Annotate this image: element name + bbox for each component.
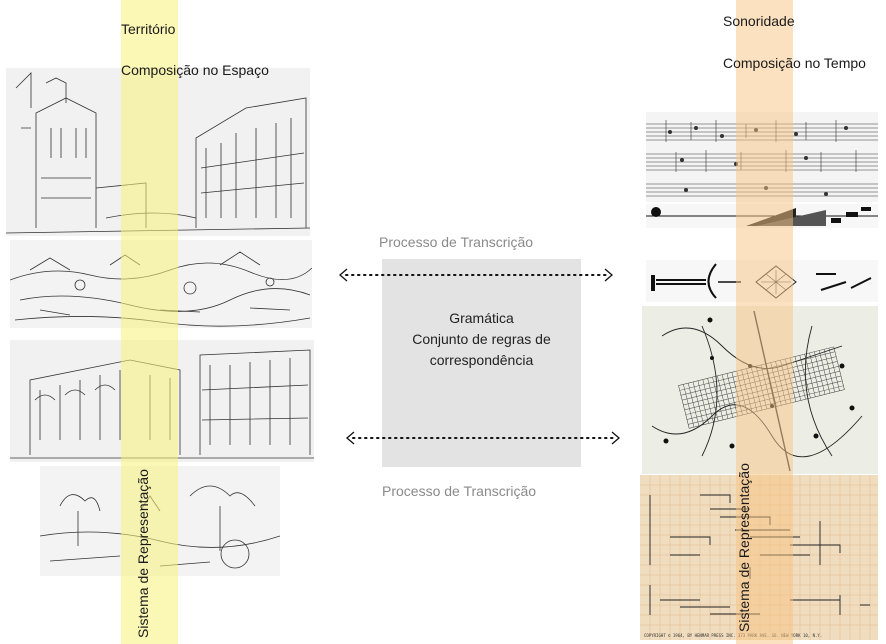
sonority-subtitle: Composição no Tempo [723, 55, 866, 71]
grammar-title: Gramática [449, 310, 514, 326]
arrow-dotted-double-icon [346, 431, 620, 445]
territory-title: Território [121, 21, 176, 37]
territory-highlight-band [121, 0, 178, 644]
sonority-title: Sonoridade [723, 13, 795, 29]
sonority-vertical-label: Sistema de Representação [736, 463, 752, 632]
grammar-line-2: Conjunto de regras de [412, 331, 551, 347]
arrow-dotted-double-icon [339, 268, 613, 282]
territory-vertical-label: Sistema de Representação [135, 469, 151, 638]
score-caption: COPYRIGHT © 1964, BY HENMAR PRESS INC. 3… [644, 633, 822, 638]
territory-subtitle: Composição no Espaço [121, 62, 269, 78]
transcription-process-top: Processo de Transcrição [379, 234, 534, 250]
sonority-highlight-band [736, 0, 793, 644]
grammar-box: Gramática Conjunto de regras de correspo… [382, 259, 581, 467]
grammar-line-3: correspondência [429, 352, 534, 368]
transcription-process-bottom: Processo de Transcrição [382, 483, 537, 499]
